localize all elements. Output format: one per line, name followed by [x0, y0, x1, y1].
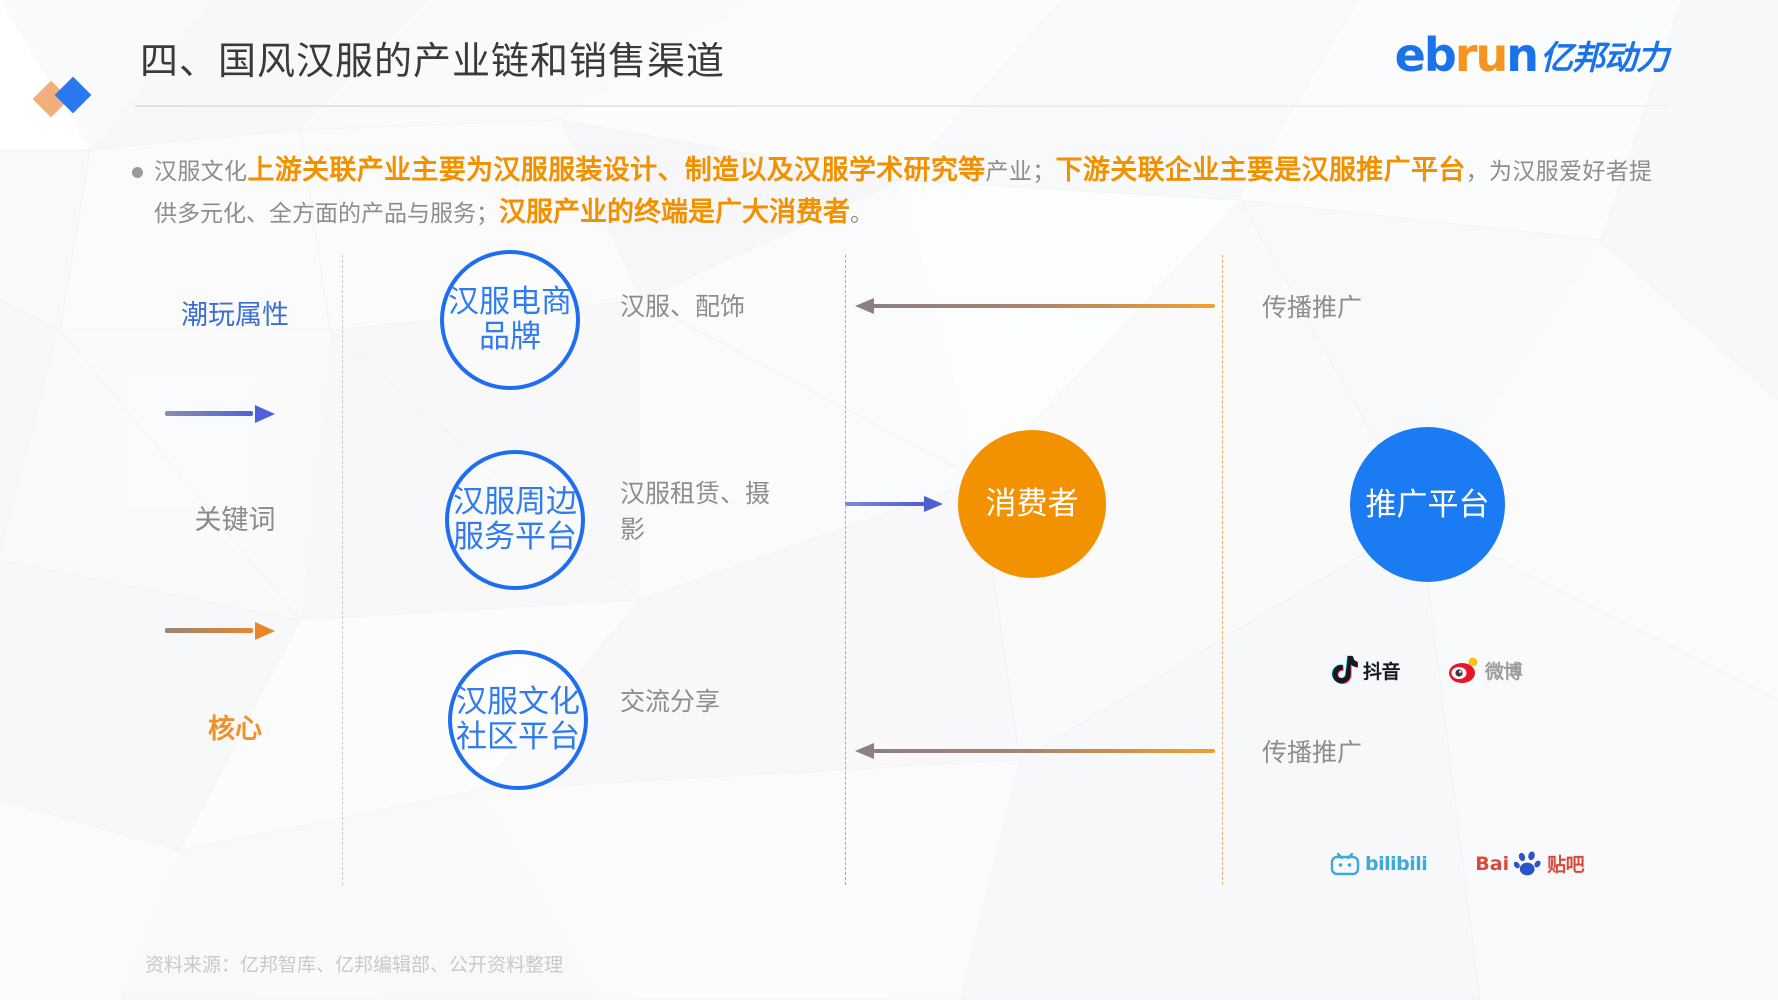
divider-line-middle	[845, 255, 846, 885]
upstream-node-peripheral-service[interactable]: 汉服周边 服务平台	[445, 450, 585, 590]
axis-label-top-wrap: 潮玩属性	[140, 293, 330, 332]
logo-seg-n: n	[1506, 28, 1539, 82]
para-highlight-1: 上游关联产业主要为汉服服装设计、制造以及汉服学术研究等	[247, 155, 986, 185]
weibo-icon	[1449, 657, 1478, 683]
baidu-tieba-icon	[1514, 850, 1541, 875]
axis-label-mid-wrap: 关键词	[140, 498, 330, 537]
upstream-node-ecommerce-brand[interactable]: 汉服电商 品牌	[440, 250, 580, 390]
brand-douyin[interactable]: 抖音	[1330, 655, 1401, 685]
axis-label-mid: 关键词	[194, 505, 276, 535]
brand-bilibili[interactable]: bilibili	[1330, 851, 1428, 877]
para-highlight-3: 汉服产业的终端是广大消费者	[499, 197, 850, 227]
brand-baidu-tieba[interactable]: Bai 贴吧	[1475, 850, 1585, 877]
flow-label-bottom: 传播推广	[1262, 740, 1363, 767]
consumer-node[interactable]: 消费者	[958, 430, 1106, 578]
axis-label-bottom-wrap: 核心	[140, 707, 330, 746]
upstream-note-ecommerce: 汉服、配饰	[620, 294, 746, 321]
summary-paragraph-block: 汉服文化上游关联产业主要为汉服服装设计、制造以及汉服学术研究等产业；下游关联企业…	[132, 150, 1652, 234]
flow-arrow-to-consumer	[845, 496, 943, 512]
consumer-node-label: 消费者	[985, 486, 1079, 522]
promotion-platform-node[interactable]: 推广平台	[1350, 427, 1505, 582]
page-title: 四、国风汉服的产业链和销售渠道	[140, 41, 726, 83]
axis-label-top: 潮玩属性	[181, 300, 289, 330]
para-seg-1: 汉服文化	[154, 159, 248, 184]
ebrun-logo: ebrun 亿邦动力	[1395, 30, 1669, 80]
header-divider	[135, 105, 1667, 107]
brand-row-bottom: bilibili Bai 贴吧	[1330, 850, 1585, 877]
page-header: 四、国风汉服的产业链和销售渠道 ebrun 亿邦动力	[0, 0, 1778, 108]
promotion-platform-label: 推广平台	[1365, 486, 1490, 522]
logo-seg-eb: eb	[1394, 28, 1457, 82]
douyin-icon	[1331, 655, 1358, 685]
divider-line-right	[1222, 255, 1223, 885]
para-highlight-2: 下游关联企业主要是汉服推广平台	[1055, 155, 1466, 185]
para-seg-7: 。	[850, 201, 873, 226]
summary-paragraph: 汉服文化上游关联产业主要为汉服服装设计、制造以及汉服学术研究等产业；下游关联企业…	[154, 150, 1652, 234]
brand-weibo-label: 微博	[1485, 660, 1523, 683]
brand-bilibili-label: bilibili	[1365, 852, 1428, 875]
flow-arrow-promotion-bottom	[855, 743, 1215, 759]
brand-baidu-prefix: Bai	[1475, 852, 1510, 875]
brand-weibo[interactable]: 微博	[1448, 656, 1523, 684]
flow-label-top: 传播推广	[1262, 295, 1363, 322]
value-chain-diagram: 潮玩属性 关键词 核心 汉服电商 品牌 汉服、配饰 汉服周边 服务平台 汉服租赁…	[0, 250, 1778, 895]
para-seg-3: 产业；	[985, 159, 1056, 184]
source-footnote: 资料来源：亿邦智库、亿邦编辑部、公开资料整理	[145, 955, 564, 976]
logo-seg-ru: ru	[1454, 28, 1508, 82]
upstream-node-culture-community[interactable]: 汉服文化 社区平台	[448, 650, 588, 790]
brand-douyin-label: 抖音	[1363, 660, 1401, 683]
flow-arrow-blue-icon	[165, 405, 275, 423]
upstream-note-peripheral: 汉服租赁、摄 影	[620, 481, 771, 544]
flow-arrow-orange-icon	[165, 622, 275, 640]
logo-wordmark-en: ebrun	[1395, 32, 1539, 78]
logo-wordmark-cn: 亿邦动力	[1540, 38, 1669, 77]
flow-arrow-promotion-top	[855, 298, 1215, 314]
upstream-node-label: 汉服文化 社区平台	[456, 684, 580, 754]
upstream-node-label: 汉服电商 品牌	[448, 284, 572, 354]
bilibili-icon	[1330, 852, 1360, 875]
brand-tieba-label: 贴吧	[1547, 854, 1585, 876]
divider-line-left	[342, 255, 343, 885]
upstream-node-label: 汉服周边 服务平台	[453, 484, 577, 554]
brand-row-top: 抖音 微博	[1330, 655, 1523, 685]
upstream-note-community: 交流分享	[620, 689, 721, 716]
axis-label-bottom: 核心	[208, 714, 262, 744]
bullet-point-icon	[132, 167, 143, 178]
